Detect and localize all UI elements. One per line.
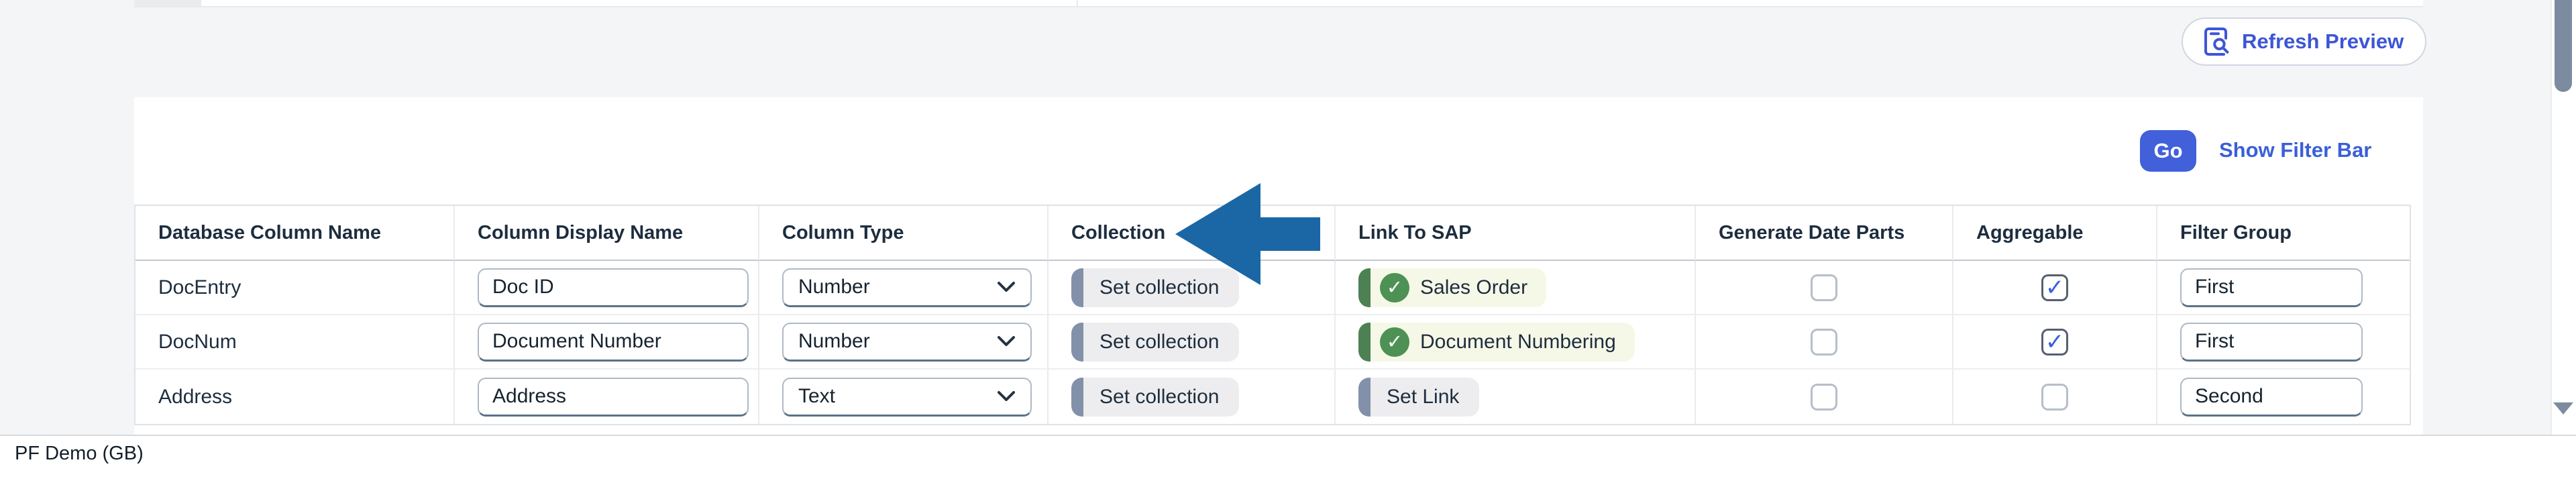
link-to-sap-badge[interactable]: ✓ Document Numbering: [1358, 322, 1635, 362]
generate-date-parts-checkbox[interactable]: [1811, 383, 1837, 410]
badge-accent-bar: [1358, 268, 1371, 307]
set-collection-label: Set collection: [1099, 385, 1220, 408]
check-circle-icon: ✓: [1380, 272, 1409, 303]
show-filter-bar-link[interactable]: Show Filter Bar: [2219, 138, 2372, 162]
set-collection-label: Set collection: [1099, 330, 1220, 353]
footer-bar: [0, 435, 2576, 493]
set-collection-button[interactable]: Set collection: [1071, 322, 1240, 362]
set-collection-button[interactable]: Set collection: [1071, 268, 1240, 307]
db-column-name-cell: DocNum: [136, 315, 455, 370]
column-type-value: Number: [798, 330, 870, 352]
chevron-down-icon: [997, 281, 1016, 293]
db-column-name-cell: DocEntry: [136, 261, 455, 315]
table-cell: [455, 370, 759, 424]
refresh-preview-button[interactable]: Refresh Preview: [2182, 17, 2427, 66]
generate-date-parts-checkbox[interactable]: [1811, 274, 1837, 301]
link-to-sap-label: Document Numbering: [1420, 330, 1616, 353]
pill-accent-bar: [1358, 377, 1371, 417]
document-magnifier-icon: [2204, 28, 2230, 56]
table-cell: [455, 315, 759, 370]
annotation-arrow-left-icon: [1174, 182, 1322, 290]
pill-accent-bar: [1071, 322, 1083, 362]
db-column-name-cell: Address: [136, 370, 455, 424]
set-link-button[interactable]: Set Link: [1358, 377, 1480, 417]
link-to-sap-badge[interactable]: ✓ Sales Order: [1358, 268, 1547, 307]
scrolled-content-edge: [134, 0, 2423, 7]
table-cell: [1696, 370, 1953, 424]
scrollbar-down-arrow-icon[interactable]: [2553, 402, 2573, 415]
column-header-filter-group: Filter Group: [2157, 206, 2410, 261]
table-cell: Number: [759, 261, 1049, 315]
column-display-name-input[interactable]: [478, 322, 749, 362]
aggregable-checkbox[interactable]: ✓: [2041, 274, 2068, 301]
table-cell: Text: [759, 370, 1049, 424]
column-type-value: Text: [798, 385, 836, 407]
table-cell: Set collection: [1049, 370, 1336, 424]
chevron-down-icon: [997, 335, 1016, 347]
column-header-column-type: Column Type: [759, 206, 1049, 261]
filter-group-input[interactable]: [2180, 377, 2363, 417]
column-type-select[interactable]: Number: [782, 322, 1032, 362]
table-cell: [2157, 261, 2410, 315]
column-display-name-input[interactable]: [478, 377, 749, 417]
set-collection-label: Set collection: [1099, 276, 1220, 298]
filter-group-input[interactable]: [2180, 268, 2363, 307]
chevron-down-icon: [997, 390, 1016, 402]
table-cell: [1696, 261, 1953, 315]
columns-config-table: Database Column Name Column Display Name…: [134, 205, 2411, 425]
go-button[interactable]: Go: [2140, 130, 2196, 172]
table-cell: Set collection: [1049, 315, 1336, 370]
table-cell: ✓: [1953, 261, 2157, 315]
table-cell: [2157, 370, 2410, 424]
table-cell: [1953, 370, 2157, 424]
column-type-value: Number: [798, 276, 870, 298]
aggregable-checkbox[interactable]: ✓: [2041, 328, 2068, 355]
column-header-column-display-name: Column Display Name: [455, 206, 759, 261]
badge-accent-bar: [1358, 322, 1371, 362]
aggregable-checkbox[interactable]: [2041, 383, 2068, 410]
table-cell: [1696, 315, 1953, 370]
column-header-generate-date-parts: Generate Date Parts: [1696, 206, 1953, 261]
table-cell: ✓ Document Numbering: [1336, 315, 1696, 370]
table-cell: Number: [759, 315, 1049, 370]
column-header-database-column-name: Database Column Name: [136, 206, 455, 261]
column-type-select[interactable]: Text: [782, 377, 1032, 417]
footer-system-label: PF Demo (GB): [15, 443, 144, 464]
column-display-name-input[interactable]: [478, 268, 749, 307]
refresh-preview-label: Refresh Preview: [2242, 30, 2404, 53]
set-link-label: Set Link: [1387, 385, 1460, 408]
link-to-sap-label: Sales Order: [1420, 276, 1528, 298]
column-header-link-to-sap: Link To SAP: [1336, 206, 1696, 261]
table-cell: [455, 261, 759, 315]
column-type-select[interactable]: Number: [782, 268, 1032, 307]
check-circle-icon: ✓: [1380, 327, 1409, 357]
scrolled-tab-fragment: [134, 0, 201, 6]
filter-group-input[interactable]: [2180, 322, 2363, 362]
divider: [1077, 0, 1078, 6]
table-cell: Set collection: [1049, 261, 1336, 315]
generate-date-parts-checkbox[interactable]: [1811, 328, 1837, 355]
table-cell: ✓: [1953, 315, 2157, 370]
column-header-aggregable: Aggregable: [1953, 206, 2157, 261]
scrollbar-thumb[interactable]: [2555, 0, 2572, 92]
set-collection-button[interactable]: Set collection: [1071, 377, 1240, 417]
pill-accent-bar: [1071, 377, 1083, 417]
table-cell: ✓ Sales Order: [1336, 261, 1696, 315]
table-cell: [2157, 315, 2410, 370]
pill-accent-bar: [1071, 268, 1083, 307]
table-cell: Set Link: [1336, 370, 1696, 424]
